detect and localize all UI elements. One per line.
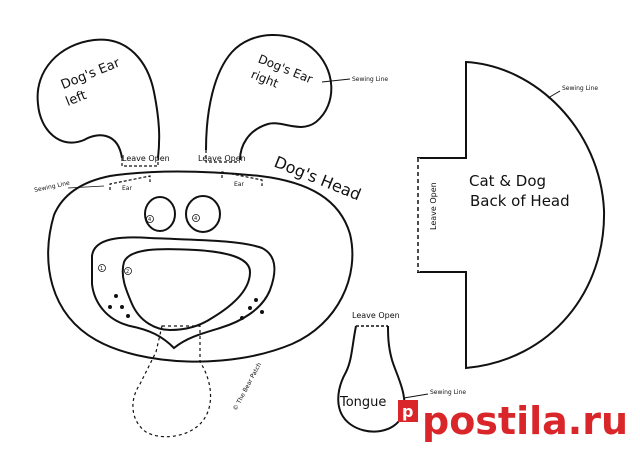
eye-left — [144, 196, 176, 232]
eye-right — [185, 195, 221, 233]
tongue-piece: Leave Open Tongue Sewing Line — [337, 311, 466, 433]
nose-mark-1-label: 1 — [100, 266, 103, 272]
ear-left-leave-open: Leave Open — [122, 154, 170, 163]
back-of-head-outline — [417, 60, 606, 370]
ear-mark-left-label: Ear — [122, 185, 132, 192]
ear-right-outline — [205, 34, 333, 161]
nose-outline — [121, 248, 252, 332]
ear-left-open-edge — [121, 158, 159, 167]
eye-right-mark-label: 4 — [194, 216, 197, 222]
tongue-placement-outline — [132, 325, 212, 438]
nose-mark-2-label: 2 — [126, 269, 129, 275]
back-of-head-piece: Leave Open Cat & Dog Back of Head Sewing… — [416, 60, 606, 370]
ear-mark-right-bracket — [221, 171, 263, 186]
eye-left-mark — [146, 215, 154, 223]
ear-left-title-2: left — [64, 88, 89, 110]
back-of-head-title-2: Back of Head — [470, 192, 570, 210]
back-of-head-title-1: Cat & Dog — [469, 172, 546, 190]
back-of-head-leave-open: Leave Open — [429, 182, 438, 230]
eye-left-mark-label: 4 — [148, 217, 151, 223]
dog-head-piece: Sewing Line Ear Ear Dog's Head 4 4 1 2 ©… — [34, 152, 364, 438]
copyright-note: © The Bear Patch — [232, 361, 263, 412]
watermark-brand: postila.ru — [422, 399, 628, 443]
eye-right-mark — [192, 214, 200, 222]
muzzle-outline — [91, 236, 276, 350]
tongue-leave-open: Leave Open — [352, 311, 400, 320]
nose-mark-2 — [124, 267, 132, 275]
sewing-line-label-tongue: Sewing Line — [430, 389, 466, 396]
ear-left-piece: Dog's Ear left Leave Open — [36, 38, 170, 167]
ear-mark-right-label: Ear — [234, 181, 244, 188]
tongue-title: Tongue — [339, 395, 386, 410]
whisker-dots-left — [108, 294, 130, 318]
whisker-dots-right — [240, 298, 264, 320]
ear-left-title-1: Dog's Ear — [59, 55, 123, 92]
sewing-line-pointer-top — [321, 78, 351, 83]
ear-right-open-edge — [205, 150, 240, 163]
dog-head-title: Dog's Head — [271, 152, 363, 204]
tongue-outline — [337, 325, 406, 433]
ear-right-leave-open: Leave Open — [198, 154, 246, 163]
ear-right-piece: Dog's Ear right Leave Open — [198, 34, 333, 163]
sewing-line-pointer-right — [547, 90, 561, 99]
dog-head-outline — [47, 170, 354, 363]
sewing-line-pointer-left — [67, 185, 105, 189]
ear-mark-left-bracket — [109, 175, 151, 190]
sewing-line-pointer-tongue — [403, 393, 429, 399]
sewing-line-label-top: Sewing Line — [352, 76, 388, 83]
sewing-line-label-right: Sewing Line — [562, 85, 598, 92]
p-letter-icon — [398, 400, 418, 422]
sewing-line-label-left: Sewing Line — [34, 180, 71, 194]
nose-mark-1 — [98, 264, 106, 272]
ear-left-outline — [36, 38, 161, 159]
svg-text:p: p — [402, 402, 413, 421]
postila-watermark: p postila.ru — [398, 399, 628, 443]
